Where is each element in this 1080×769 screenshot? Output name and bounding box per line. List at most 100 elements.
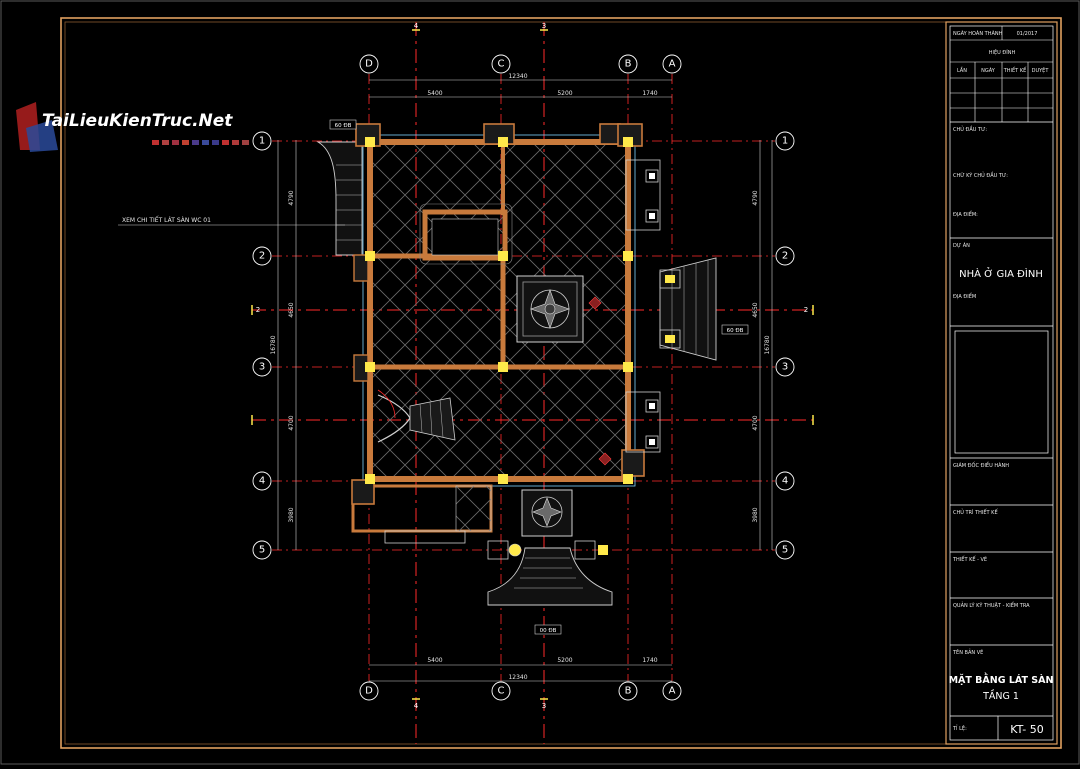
dim-right: 4790 4650 4700 3980 16780 (752, 190, 771, 522)
axis-bubble-right-2: 2 (775, 246, 795, 266)
tb-revision: HIỆU ĐÍNH LẦN NGÀY THIẾT KẾ DUYỆT (950, 48, 1053, 122)
staircase-right (659, 257, 717, 361)
svg-text:4: 4 (259, 476, 265, 487)
section-mark-top-4: 4 (412, 22, 420, 31)
svg-text:60 ĐB: 60 ĐB (335, 123, 352, 129)
svg-text:3: 3 (542, 702, 546, 710)
axis-bubble-left-2: 2 (252, 246, 272, 266)
svg-text:3: 3 (542, 22, 546, 30)
level-tag-front: 00 ĐB (534, 624, 562, 635)
level-tag-back: 60 ĐB (329, 119, 357, 130)
svg-text:A: A (669, 686, 676, 697)
tb-sheet-number: KT- 50 (1010, 723, 1044, 736)
watermark: TaiLieuKienTruc.Net (16, 102, 249, 152)
tb-owner-sign-label: CHỮ KÝ CHỦ ĐẦU TƯ: (953, 171, 1008, 179)
tb-date-row: NGÀY HOÀN THÀNH 01/2017 (950, 26, 1053, 41)
axis-bubble-bottom-c: C (491, 681, 511, 701)
svg-text:C: C (498, 59, 505, 70)
axis-bubble-bottom-b: B (618, 681, 638, 701)
svg-text:3: 3 (782, 362, 788, 373)
tb-drawing-title-line1: MẶT BẰNG LÁT SÀN (949, 673, 1054, 686)
svg-text:A: A (669, 59, 676, 70)
floor-medallion-porch (521, 489, 573, 537)
axis-bubble-left-3: 3 (252, 357, 272, 377)
small-posts (645, 169, 659, 449)
section-markers: 4 3 4 3 2 2 (251, 22, 814, 710)
dim-left-seg-1: 4790 (288, 190, 295, 205)
grid-bubbles: D C B A D C B A 1 2 3 4 5 1 2 3 4 5 (252, 54, 795, 701)
axis-bubble-left-1: 1 (252, 131, 272, 151)
dim-right-seg-3: 4700 (752, 415, 759, 430)
tb-director-label: GIÁM ĐỐC ĐIỀU HÀNH (953, 461, 1009, 469)
dim-left-seg-3: 4700 (288, 415, 295, 430)
svg-text:4: 4 (414, 702, 419, 710)
tb-designer-label: THIẾT KẾ - VẼ (952, 555, 987, 563)
axis-bubble-top-d: D (359, 54, 379, 74)
axis-bubble-top-b: B (618, 54, 638, 74)
tb-revision-label: HIỆU ĐÍNH (989, 48, 1016, 56)
dim-left: 4790 4650 4700 3980 16780 (270, 190, 295, 522)
staircase-back (316, 141, 363, 256)
watermark-text: TaiLieuKienTruc.Net (42, 111, 233, 131)
svg-text:4: 4 (414, 22, 419, 30)
svg-text:3: 3 (259, 362, 265, 373)
axis-bubble-left-5: 5 (252, 540, 272, 560)
axis-bubble-right-1: 1 (775, 131, 795, 151)
wc-void (431, 218, 499, 256)
dim-bottom-total: 12340 (508, 674, 527, 681)
dim-bottom-seg-3: 1740 (642, 657, 657, 664)
dim-right-seg-2: 4650 (752, 302, 759, 317)
tb-project: DỰ ÁN NHÀ Ở GIA ĐÌNH ĐỊA ĐIỂM (950, 237, 1053, 300)
svg-text:B: B (625, 59, 632, 70)
svg-text:5: 5 (259, 545, 265, 556)
annotations: XEM CHI TIẾT LÁT SÀN WC 01 60 ĐB 60 ĐB 0… (118, 119, 749, 635)
dim-right-total: 16780 (764, 335, 771, 354)
tb-owner-label: CHỦ ĐẦU TƯ: (953, 125, 987, 133)
dim-bottom-seg-2: 5200 (557, 657, 572, 664)
tb-rev-header-date: NGÀY (981, 67, 996, 74)
dim-top-total: 12340 (508, 73, 527, 80)
dim-left-seg-2: 4650 (288, 302, 295, 317)
watermark-dots (152, 140, 249, 145)
svg-text:1: 1 (259, 136, 265, 147)
dim-top-seg-1: 5400 (427, 90, 442, 97)
staircase-front (487, 540, 613, 606)
tb-sheet-row: TỈ LỆ: KT- 50 (950, 715, 1053, 740)
drawing-frame-outer (60, 17, 1062, 749)
axis-bubble-bottom-a: A (662, 681, 682, 701)
dim-left-total: 16780 (270, 335, 277, 354)
section-mark-bottom-4: 4 (412, 698, 420, 710)
staircase-inner (377, 389, 456, 443)
section-mark-right-2: 2 (804, 305, 814, 315)
porch-bottom-left (351, 484, 493, 544)
level-tag-right: 60 ĐB (721, 324, 749, 335)
svg-text:1: 1 (782, 136, 788, 147)
tb-signatures: GIÁM ĐỐC ĐIỀU HÀNH CHỦ TRÌ THIẾT KẾ THIẾ… (950, 461, 1053, 646)
axis-bubble-right-5: 5 (775, 540, 795, 560)
svg-text:D: D (365, 59, 373, 70)
callout-wc-detail: XEM CHI TIẾT LÁT SÀN WC 01 (122, 216, 211, 224)
dim-bottom-seg-1: 5400 (427, 657, 442, 664)
dim-top-seg-2: 5200 (557, 90, 572, 97)
section-mark-bottom-3: 3 (540, 698, 548, 710)
columns (365, 137, 633, 484)
dim-bottom: 5400 5200 1740 12340 (427, 657, 657, 681)
tb-drawing-name-label: TÊN BẢN VẼ (952, 648, 983, 656)
tb-rev-header-approve: DUYỆT (1032, 66, 1050, 74)
tb-rev-header-design: THIẾT KẾ (1003, 66, 1027, 74)
svg-text:2: 2 (804, 306, 808, 314)
wc-outline (419, 203, 513, 265)
svg-text:D: D (365, 686, 373, 697)
section-mark-top-3: 3 (540, 22, 548, 31)
wc-room-wall (422, 209, 508, 261)
axis-bubble-top-c: C (491, 54, 511, 74)
svg-text:60 ĐB: 60 ĐB (727, 328, 744, 334)
dim-top-seg-3: 1740 (642, 90, 657, 97)
dim-right-seg-1: 4790 (752, 190, 759, 205)
axis-bubble-top-a: A (662, 54, 682, 74)
svg-text:B: B (625, 686, 632, 697)
dim-right-seg-4: 3980 (752, 507, 759, 522)
dimension-lines (277, 79, 773, 682)
